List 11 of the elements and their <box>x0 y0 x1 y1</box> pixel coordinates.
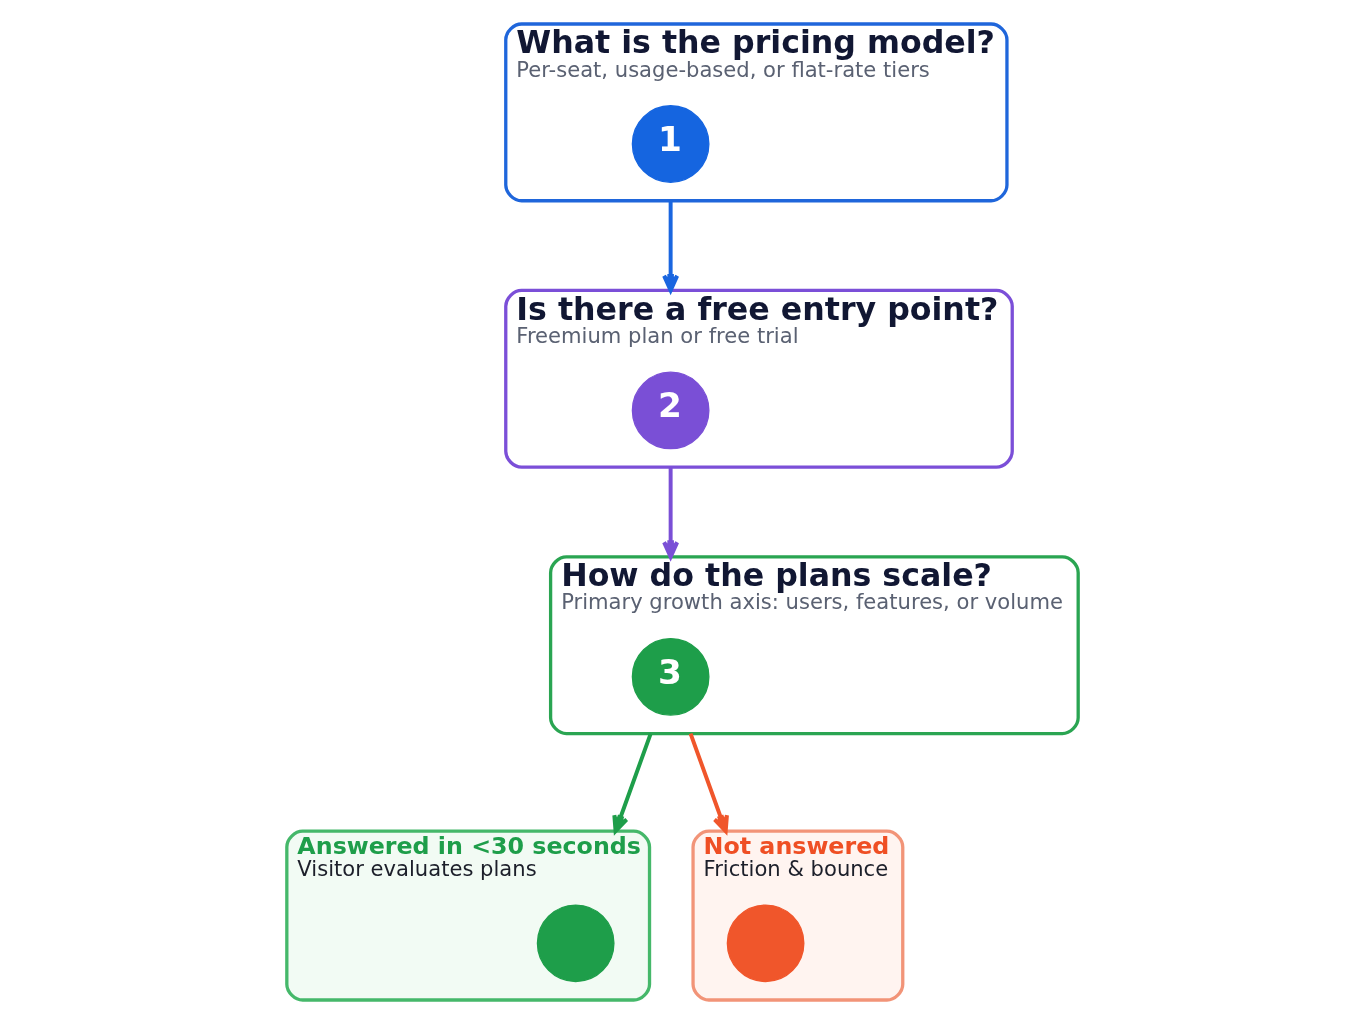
arrow <box>688 732 729 834</box>
node-circle: 2 <box>631 371 710 450</box>
arrow <box>612 732 653 834</box>
node-circle <box>726 904 805 983</box>
node-circle: 3 <box>631 637 710 716</box>
arrow <box>662 467 680 559</box>
node-circle <box>536 904 615 983</box>
cluster: Not answered Friction & bounce <box>691 829 905 1002</box>
node-circle: 1 <box>631 105 710 183</box>
arrow <box>662 200 680 293</box>
cluster: Answered in <30 seconds Visitor evaluates plans <box>285 829 652 1002</box>
